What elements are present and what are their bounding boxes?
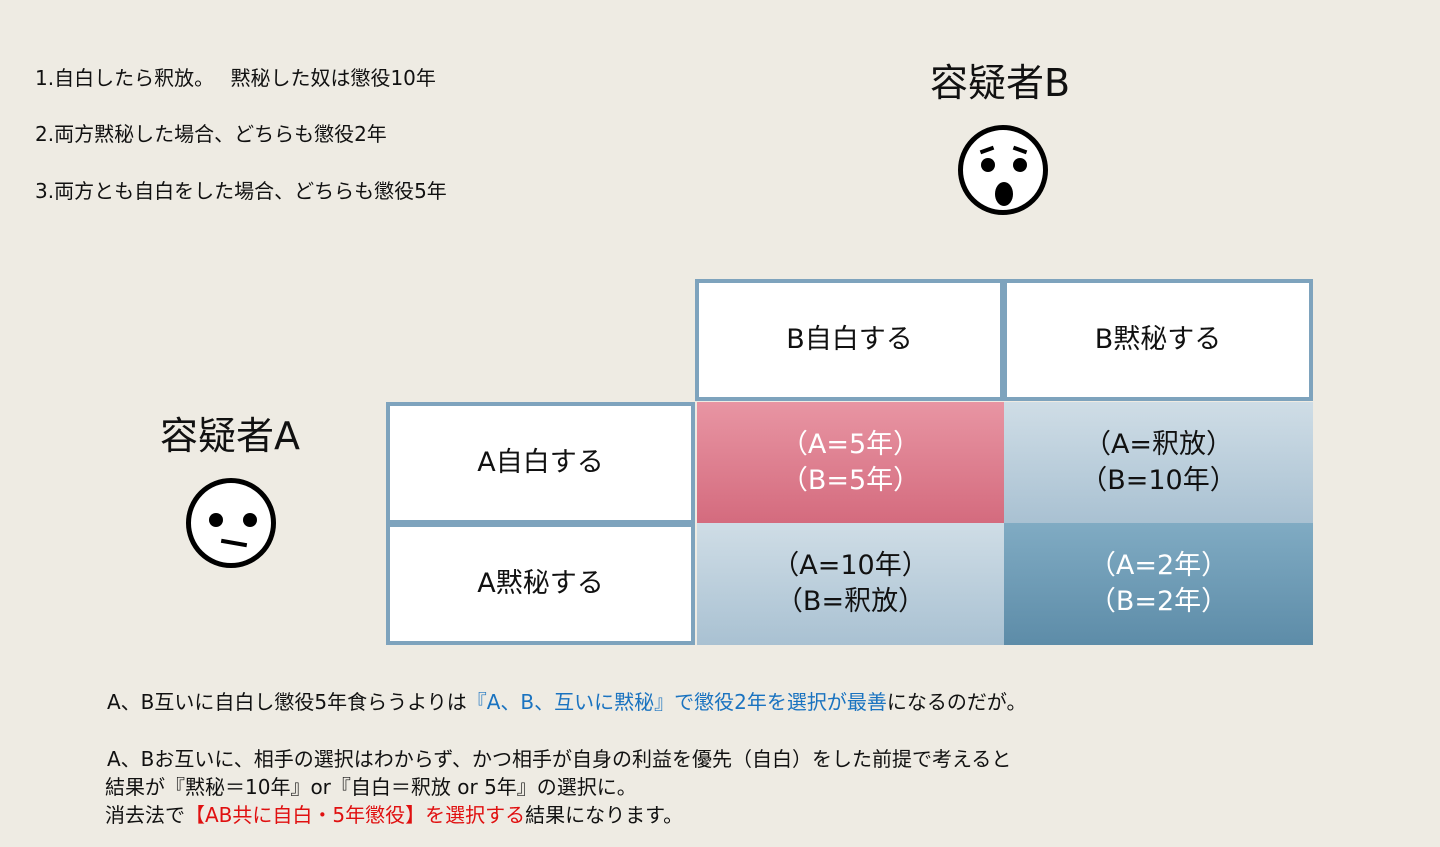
note-line-3: 結果が『黙秘＝10年』or『自白＝釈放 or 5年』の選択に。 [105, 775, 637, 799]
col-header-b-silent: B黙秘する [1003, 279, 1313, 401]
note-line-2: A、Bお互いに、相手の選択はわからず、かつ相手が自身の利益を優先（自白）をした前… [107, 747, 1012, 771]
cell-both-confess: （A=5年）（B=5年） [697, 402, 1004, 523]
note-line-4: 消去法で【AB共に自白・5年懲役】を選択する結果になります。 [105, 803, 684, 827]
col-header-b-confess: B自白する [695, 279, 1004, 401]
worried-face-icon [186, 478, 276, 568]
note-line-1: A、B互いに自白し懲役5年食らうよりは『A、B、互いに黙秘』で懲役2年を選択が最… [107, 690, 1027, 714]
surprised-face-icon [958, 125, 1048, 215]
suspect-a-label: 容疑者A [160, 414, 300, 458]
rule-3: 3.両方とも自白をした場合、どちらも懲役5年 [35, 179, 447, 203]
cell-both-silent: （A=2年）（B=2年） [1004, 523, 1313, 645]
cell-a-confess-b-silent: （A=釈放）（B=10年） [1004, 402, 1313, 523]
cell-a-silent-b-confess: （A=10年）（B=釈放） [697, 523, 1004, 645]
rule-2: 2.両方黙秘した場合、どちらも懲役2年 [35, 122, 387, 146]
rule-1: 1.自白したら釈放。 黙秘した奴は懲役10年 [35, 66, 436, 90]
suspect-b-label: 容疑者B [930, 61, 1071, 105]
row-header-a-confess: A自白する [386, 402, 695, 524]
row-header-a-silent: A黙秘する [386, 523, 695, 645]
